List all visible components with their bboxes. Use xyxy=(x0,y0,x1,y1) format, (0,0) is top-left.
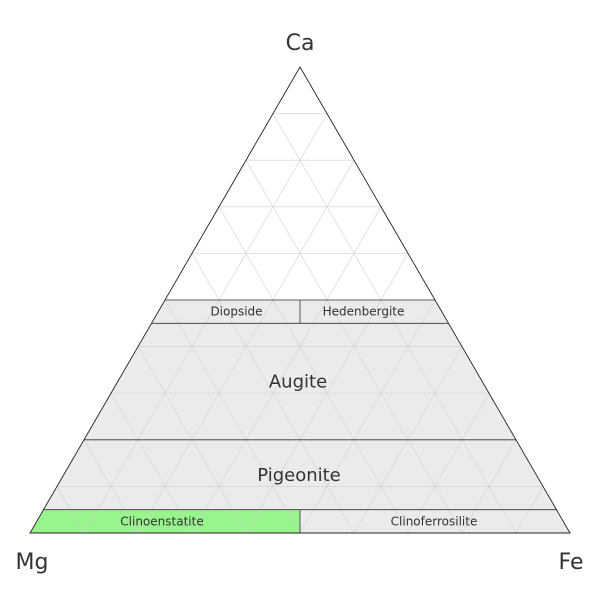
region-clinoferrosilite[interactable] xyxy=(300,509,570,533)
grid-line xyxy=(461,439,517,534)
label-augite: Augite xyxy=(269,372,327,393)
regions-layer xyxy=(30,300,570,533)
grid-line xyxy=(191,206,382,534)
vertex-label-mg: Mg xyxy=(16,550,49,575)
region-augite[interactable] xyxy=(84,323,516,440)
triangle-outline xyxy=(29,66,571,534)
region-clinoenstatite[interactable] xyxy=(30,509,300,533)
grid-line xyxy=(299,299,436,534)
vertex-label-fe: Fe xyxy=(559,550,584,575)
region-pigeonite[interactable] xyxy=(43,439,557,510)
label-diopside: Diopside xyxy=(210,305,262,319)
label-pigeonite: Pigeonite xyxy=(257,465,341,486)
label-clinoferrosilite: Clinoferrosilite xyxy=(391,514,478,528)
grid-line xyxy=(83,439,139,534)
grid-line xyxy=(218,206,409,534)
label-hedenbergite: Hedenbergite xyxy=(323,305,405,319)
region-boundaries xyxy=(43,299,557,533)
label-clinoenstatite: Clinoenstatite xyxy=(120,514,203,528)
grid-line xyxy=(164,299,301,534)
vertex-label-ca: Ca xyxy=(286,31,315,56)
